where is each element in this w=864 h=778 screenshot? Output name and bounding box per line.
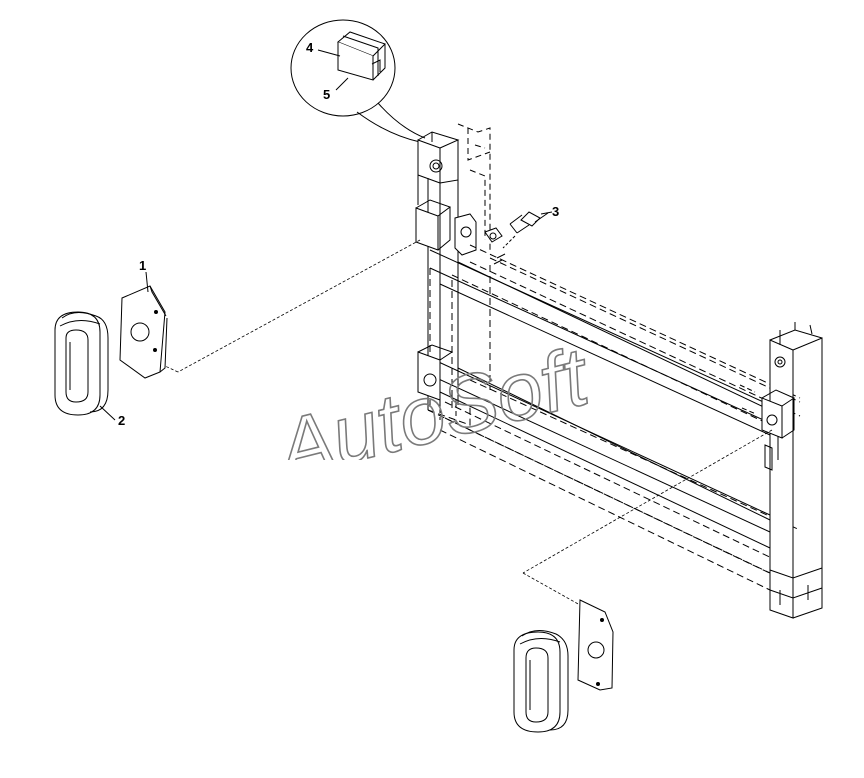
lower-crossbeam — [429, 357, 771, 549]
part-3-bolt — [502, 211, 549, 249]
lower-plate — [577, 599, 614, 691]
lower-lamp — [513, 630, 569, 733]
part-1-plate — [119, 285, 168, 379]
right-post-mount — [761, 389, 796, 471]
part-4-5-clip — [337, 31, 386, 81]
assembly-lines — [164, 239, 773, 606]
callout-leaders — [99, 49, 553, 421]
part-3-washer — [493, 253, 506, 265]
left-post-lower — [417, 344, 454, 401]
part-2-lamp — [54, 311, 109, 416]
callout-4: 4 — [306, 40, 314, 55]
upper-crossbeam — [429, 249, 771, 436]
callout-1: 1 — [139, 258, 147, 273]
left-post-mount — [415, 199, 503, 256]
right-post — [769, 322, 823, 619]
callout-3: 3 — [552, 204, 560, 219]
detail-bubble — [290, 19, 426, 143]
callout-5: 5 — [323, 87, 331, 102]
right-post-bolts — [739, 384, 757, 415]
hidden-lines-upper — [457, 123, 491, 250]
callout-2: 2 — [118, 413, 126, 428]
hidden-lines-beams — [427, 244, 801, 591]
